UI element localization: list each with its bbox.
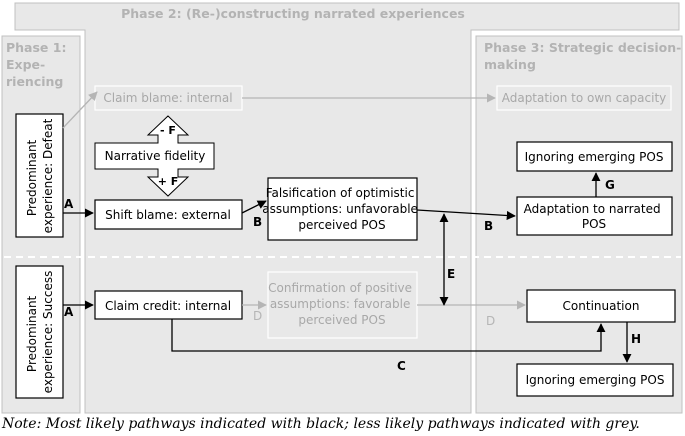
arrow-falsification-to-adaptation-narrated — [416, 209, 516, 221]
phase-1-title-line-1: Phase 1: — [6, 40, 66, 55]
path-label-b-phase3: B — [484, 219, 493, 233]
adaptation-narrated-label: Adaptation to narrated POS — [524, 202, 665, 231]
falsification-label: Falsification of optimistic assumptions:… — [262, 186, 422, 232]
arrow-defeat-to-claim-blame — [62, 91, 98, 129]
success-experience-label: Predominant experience: Success — [25, 271, 55, 394]
path-label-c: C — [397, 359, 406, 373]
path-label-h: H — [631, 332, 641, 346]
confirmation-label: Confirmation of positive assumptions: fa… — [268, 281, 416, 327]
defeat-experience-box — [15, 113, 64, 238]
ignoring-pos-top-label: Ignoring emerging POS — [525, 150, 664, 164]
phase-3-title-line-2: making — [484, 57, 536, 72]
plus-fidelity-label: + F — [158, 175, 179, 188]
defeat-experience-label: Predominant experience: Defeat — [25, 118, 55, 233]
continuation-box — [526, 289, 676, 323]
narrative-fidelity-double-arrow — [94, 115, 215, 197]
phase-2-title: Phase 2: (Re-)constructing narrated expe… — [121, 6, 465, 21]
path-label-b-phase2: B — [253, 215, 262, 229]
shift-blame-label: Shift blame: external — [105, 208, 231, 222]
adaptation-narrated-box — [516, 196, 673, 236]
phase-3-title-line-1: Phase 3: Strategic decision- — [484, 40, 681, 55]
claim-blame-label: Claim blame: internal — [103, 91, 232, 105]
minus-fidelity-label: - F — [160, 124, 176, 137]
narrative-fidelity-label: Narrative fidelity — [105, 149, 206, 163]
path-label-a-defeat: A — [64, 197, 74, 211]
phase-1-title-line-3: riencing — [6, 74, 63, 89]
path-label-a-success: A — [64, 305, 74, 319]
claim-credit-box — [94, 290, 243, 320]
figure-note: Note: Most likely pathways indicated wit… — [2, 416, 640, 432]
ignoring-pos-top-box — [516, 141, 673, 172]
path-label-d-phase2: D — [253, 309, 262, 323]
claim-credit-label: Claim credit: internal — [105, 299, 231, 313]
adaptation-own-capacity-box — [496, 85, 672, 111]
phase-3-title: Phase 3: Strategic decision- making — [484, 40, 685, 72]
shift-blame-box — [94, 199, 243, 230]
falsification-box — [267, 177, 418, 241]
arrow-claim-credit-to-continuation-path-c — [171, 319, 606, 352]
continuation-label: Continuation — [563, 299, 640, 313]
ignoring-pos-bottom-box — [516, 363, 674, 397]
path-label-e: E — [447, 267, 455, 281]
phase-1-title: Phase 1: Expe- riencing — [6, 40, 71, 89]
phase-1-title-line-2: Expe- — [6, 57, 45, 72]
path-label-d-phase3: D — [486, 314, 495, 328]
success-experience-box — [15, 265, 64, 399]
path-label-g: G — [605, 178, 615, 192]
adaptation-own-capacity-label: Adaptation to own capacity — [502, 91, 667, 105]
ignoring-pos-bottom-label: Ignoring emerging POS — [526, 373, 665, 387]
arrow-shift-blame-to-falsification — [241, 200, 267, 214]
